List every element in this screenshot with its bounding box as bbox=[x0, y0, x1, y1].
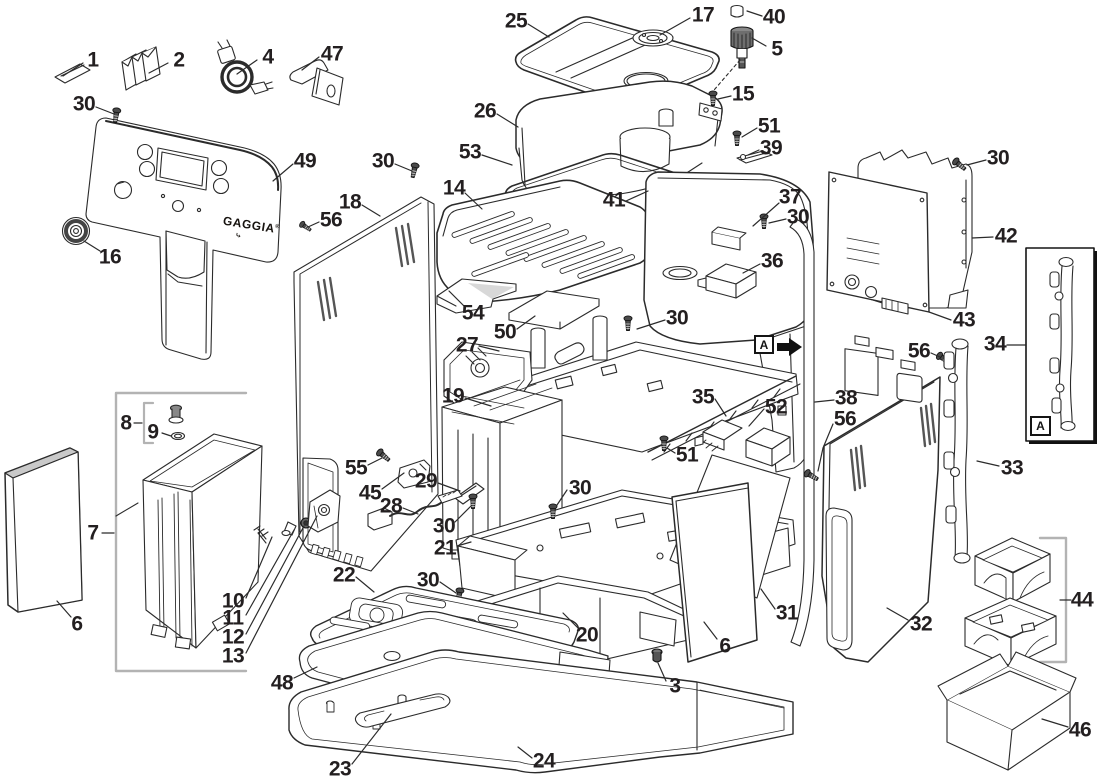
part-35-latch bbox=[694, 419, 743, 452]
part-16-knob bbox=[61, 216, 91, 246]
part-13-valve-holder bbox=[307, 489, 341, 533]
part-6-right-door bbox=[671, 482, 758, 663]
part-38-trim-strip bbox=[789, 218, 815, 647]
part-50-plate bbox=[508, 290, 600, 330]
part-51-screw-top bbox=[732, 130, 742, 147]
part-47-steam-wand bbox=[289, 59, 344, 106]
part-6-left-panel bbox=[4, 447, 83, 613]
detail-a-arrow-icon bbox=[777, 338, 802, 356]
part-14-top-cover bbox=[436, 179, 651, 303]
part-8-plug bbox=[168, 404, 184, 424]
detail-a-frame-chip: A bbox=[1030, 416, 1051, 436]
part-52-box bbox=[745, 427, 791, 467]
part-3-foot bbox=[651, 648, 663, 663]
part-33-support-rail bbox=[943, 338, 971, 564]
part-54-plate bbox=[436, 278, 517, 314]
group-bracket-8-9 bbox=[142, 401, 155, 445]
part-36-bracket bbox=[697, 263, 757, 299]
assembly-dashed-line bbox=[707, 59, 741, 98]
part-44-packing-foam bbox=[964, 537, 1057, 667]
part-56-screw-left bbox=[297, 219, 313, 234]
part-5-valve-knob bbox=[730, 26, 754, 69]
registered-mark-icon: ® bbox=[274, 223, 281, 231]
part-1-test-strip bbox=[54, 63, 91, 84]
part-24-drip-tray-base bbox=[288, 649, 794, 774]
part-39-clip bbox=[736, 150, 773, 164]
part-11-cone bbox=[281, 521, 297, 537]
part-7-water-tank bbox=[115, 433, 263, 650]
part-23-float bbox=[354, 693, 451, 728]
part-43-circuit-board bbox=[826, 171, 930, 403]
part-40-cap bbox=[730, 4, 744, 18]
part-30-screw-deck bbox=[623, 315, 633, 332]
part-34-support-rail-detail bbox=[1049, 256, 1076, 432]
part-32-right-side-panel bbox=[821, 376, 941, 663]
part-4-power-cord bbox=[217, 39, 274, 95]
part-28-cable bbox=[367, 489, 463, 531]
group-bracket-7 bbox=[114, 391, 248, 673]
leader-lines bbox=[56, 10, 1072, 765]
part-46-carton-box bbox=[937, 651, 1077, 771]
part-10-spring bbox=[253, 525, 269, 544]
part-17-lid-cap bbox=[632, 29, 674, 47]
part-9-o-ring bbox=[170, 431, 186, 441]
part-49-front-panel bbox=[85, 117, 282, 360]
part-34-detail-frame bbox=[1025, 247, 1097, 444]
part-2-manual-leaflet bbox=[121, 46, 161, 91]
part-45-microswitch bbox=[397, 459, 431, 489]
detail-a-reference-chip: A bbox=[754, 335, 774, 354]
